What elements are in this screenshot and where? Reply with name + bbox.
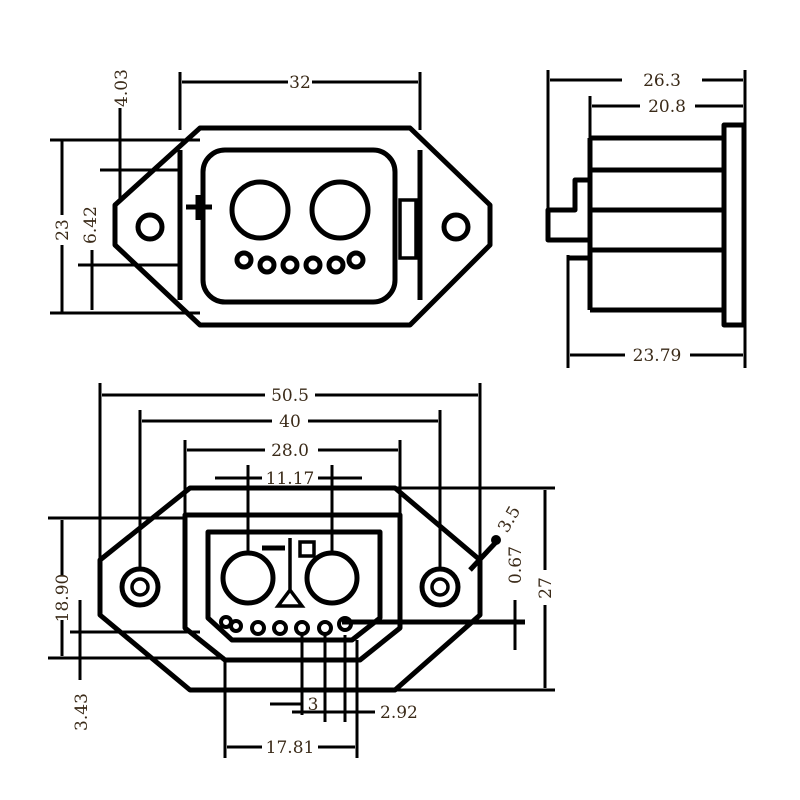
dim-hole-spacing: 40: [279, 412, 301, 432]
dim-pin-span: 17.81: [266, 738, 315, 758]
top-view: 32 23 4.03 6.42: [50, 69, 493, 328]
dim-depth-pins: 23.79: [633, 346, 682, 366]
dim-depth-total: 26.3: [643, 71, 681, 91]
dim-width: 32: [289, 73, 311, 93]
dim-offset-mid: 6.42: [81, 206, 101, 244]
dim-hole-dia: 3.5: [494, 503, 525, 536]
dim-height: 23: [53, 219, 73, 241]
dim-height-lower: 3.43: [72, 693, 92, 731]
dim-pin-spacing: 11.17: [266, 469, 315, 489]
dim-height-upper: 18.90: [53, 574, 73, 623]
front-view: 50.5 40 28.0 11.17 18.90 3.43 3.5 0.67 2…: [48, 383, 556, 758]
dim-pin-pitch: 3: [308, 695, 319, 715]
dim-body-width: 28.0: [271, 441, 309, 461]
side-view: 26.3 20.8 23.79: [545, 70, 747, 368]
dim-offset-top: 4.03: [112, 69, 132, 107]
dim-pin-pitch-b: 2.92: [380, 703, 418, 723]
dim-flange-width: 50.5: [271, 386, 309, 406]
dim-depth-body: 20.8: [648, 97, 686, 117]
dim-offset-small: 0.67: [506, 546, 526, 584]
dim-total-height: 27: [536, 577, 556, 599]
